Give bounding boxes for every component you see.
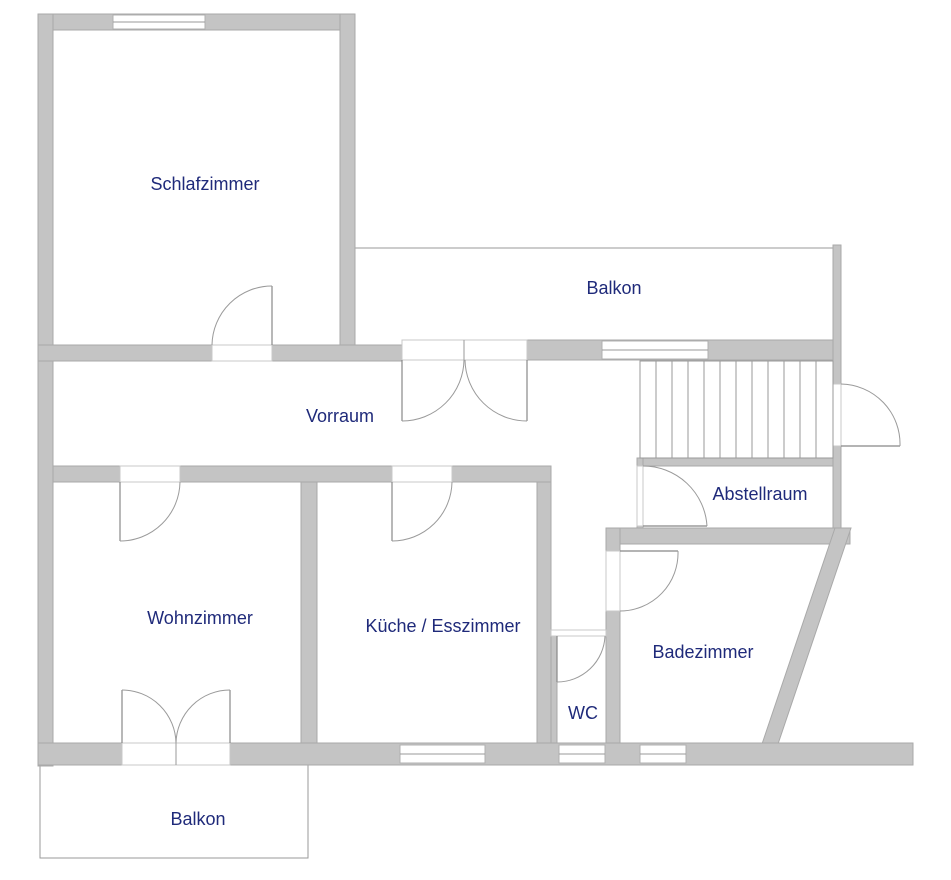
label-vorraum: Vorraum [306,406,374,426]
label-wc: WC [568,703,598,723]
walls [37,13,914,767]
label-badezimmer: Badezimmer [652,642,753,662]
label-schlafzimmer: Schlafzimmer [150,174,259,194]
label-abstellraum: Abstellraum [712,484,807,504]
balcony-outlines [39,247,833,859]
label-balkon-top: Balkon [586,278,641,298]
label-wohnzimmer: Wohnzimmer [147,608,253,628]
label-balkon-bottom: Balkon [170,809,225,829]
room-labels: Schlafzimmer Balkon Vorraum Abstellraum … [147,174,807,829]
label-kueche-esszimmer: Küche / Esszimmer [365,616,520,636]
staircase [639,360,834,459]
windows [112,14,709,764]
doors [119,285,901,766]
